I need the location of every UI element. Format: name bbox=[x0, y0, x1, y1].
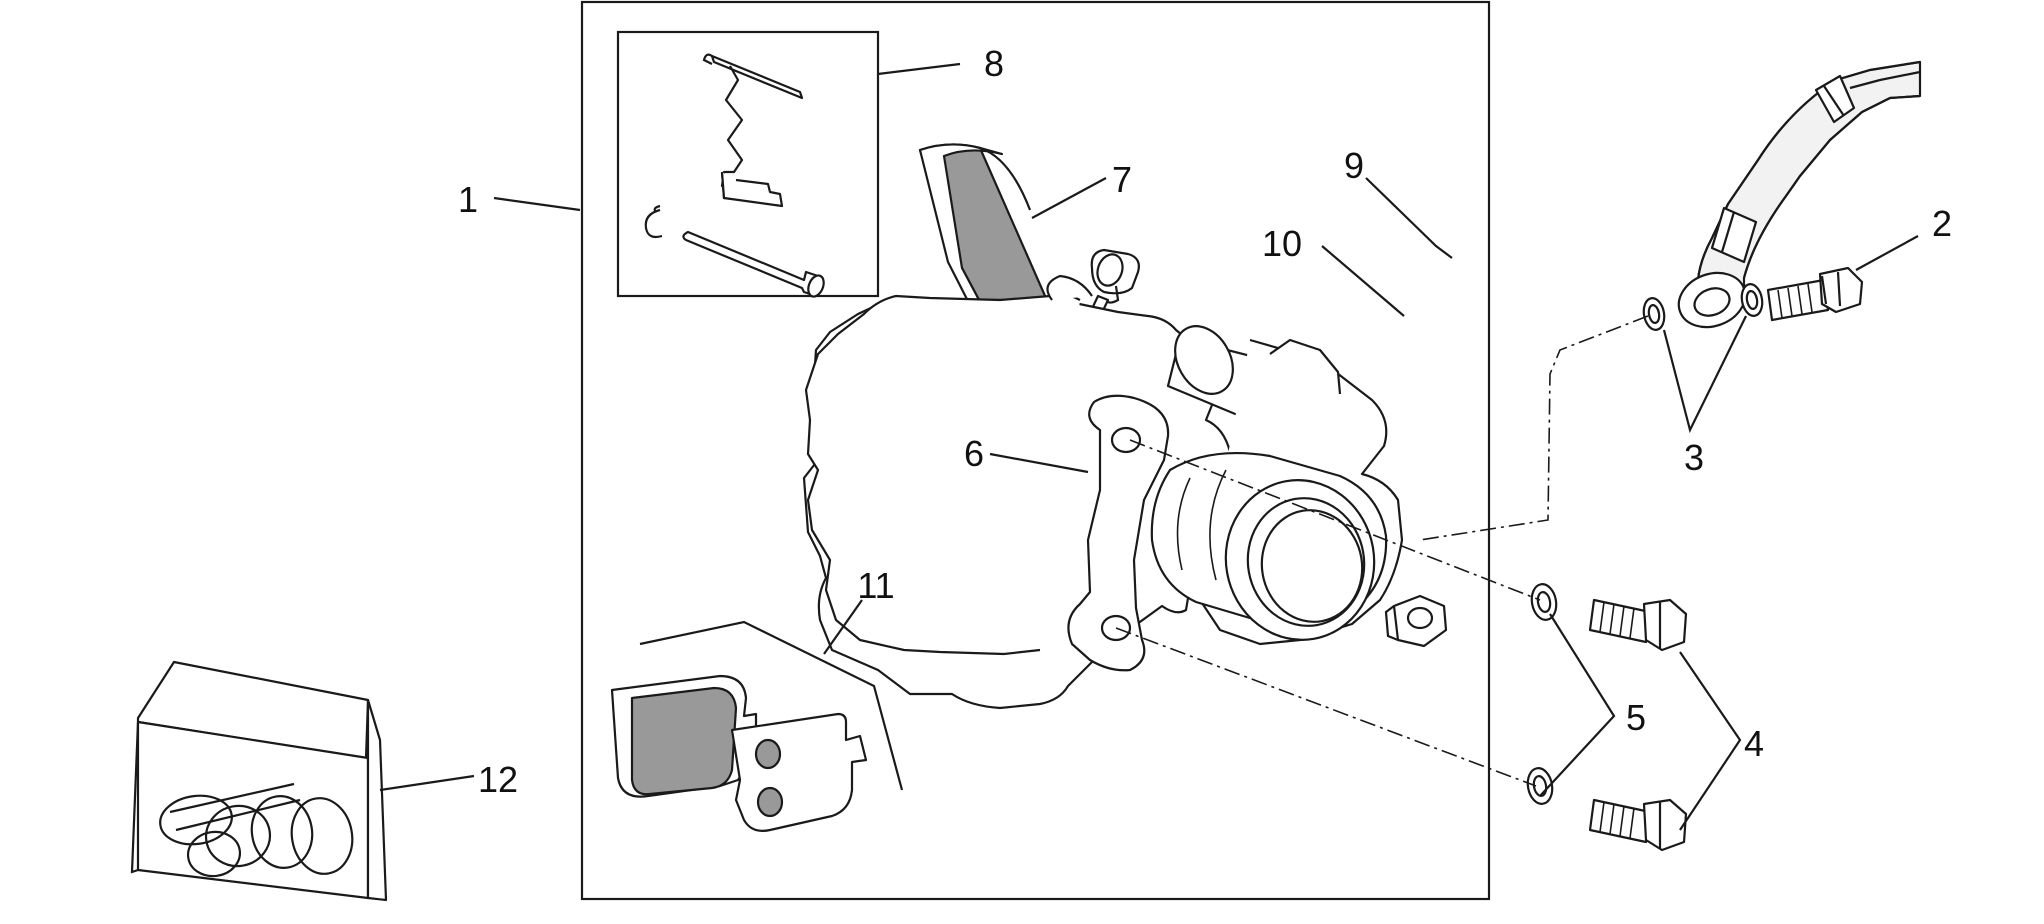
brake-hose bbox=[1677, 60, 1922, 329]
caliper-body bbox=[802, 274, 1448, 710]
callout-11: 11 bbox=[857, 565, 894, 606]
callout-1: 1 bbox=[458, 179, 478, 220]
brake-pads bbox=[610, 620, 904, 832]
callout-7: 7 bbox=[1112, 159, 1132, 200]
pin-spring-kit bbox=[616, 30, 880, 298]
mounting-bolts bbox=[1588, 598, 1688, 852]
callout-2: 2 bbox=[1932, 203, 1952, 244]
callout-6: 6 bbox=[964, 433, 984, 474]
callout-labels: 1 2 3 4 5 6 7 8 9 10 11 12 bbox=[458, 43, 1952, 800]
caliper-kit-frame bbox=[580, 0, 1491, 901]
pin-kit-box bbox=[616, 30, 880, 298]
pad-pin bbox=[682, 230, 824, 298]
bleed-cap bbox=[1090, 248, 1140, 304]
assembly-axes bbox=[1115, 315, 1649, 787]
callout-9: 9 bbox=[1344, 145, 1364, 186]
copper-washers bbox=[1642, 283, 1764, 331]
callout-5: 5 bbox=[1626, 697, 1646, 738]
callout-12: 12 bbox=[478, 759, 518, 800]
callout-10: 10 bbox=[1262, 223, 1302, 264]
leader-lines bbox=[379, 62, 1919, 831]
callout-4: 4 bbox=[1744, 723, 1764, 764]
bolt-washers bbox=[1526, 583, 1558, 805]
seal-bag bbox=[130, 660, 388, 902]
banjo-bolt bbox=[1766, 266, 1864, 322]
callout-3: 3 bbox=[1684, 437, 1704, 478]
c-clip bbox=[644, 208, 663, 239]
callout-8: 8 bbox=[984, 43, 1004, 84]
